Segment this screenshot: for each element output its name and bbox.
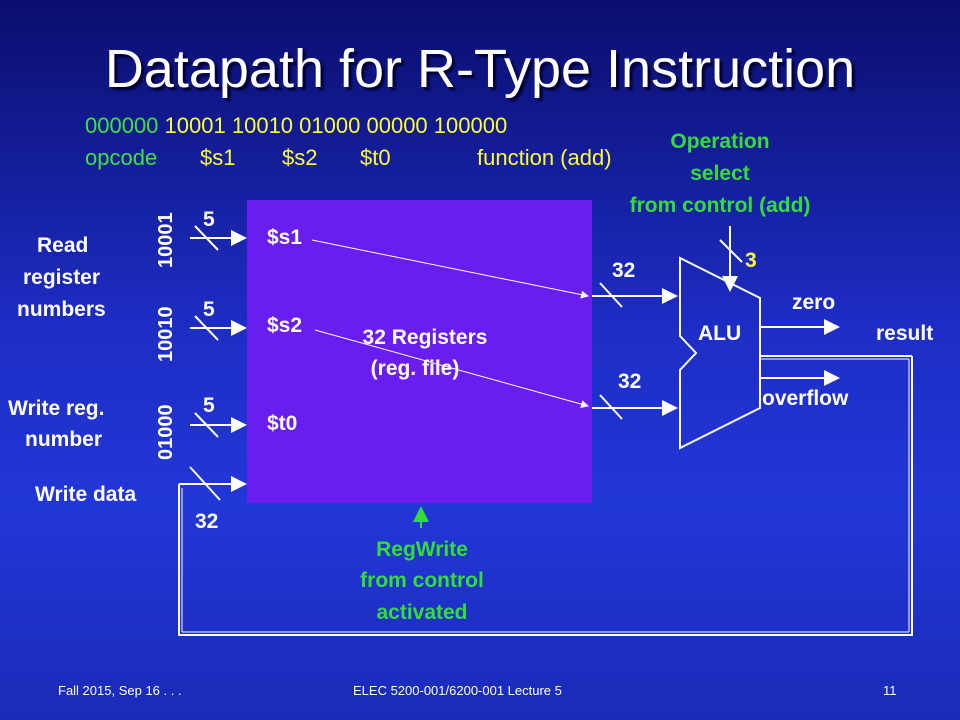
footer-course: ELEC 5200-001/6200-001 Lecture 5 [353, 683, 562, 698]
width-op: 3 [745, 249, 757, 272]
slash-in2 [194, 315, 219, 341]
s1-label: $s1 [200, 145, 236, 170]
read-label-3: numbers [17, 298, 106, 321]
port-s1: $s1 [267, 226, 303, 249]
s2-label: $s2 [282, 145, 318, 170]
register-file [247, 200, 592, 503]
instruction-bits: 000000 10001 10010 01000 00000 100000 [85, 113, 507, 139]
width-write-data: 32 [195, 510, 219, 533]
footer-page-number: 11 [883, 683, 897, 698]
port-t0: $t0 [267, 412, 298, 435]
zero-label: zero [792, 291, 836, 314]
width-in3: 5 [203, 394, 215, 417]
overflow-label: overflow [762, 387, 849, 410]
regfile-label-1: 32 Registers [362, 326, 488, 349]
wire-feedback [178, 356, 913, 636]
result-label: result [876, 322, 934, 345]
slash-alu-in2 [599, 394, 623, 420]
regwrite-label-3: activated [376, 601, 468, 624]
write-reg-label-2: number [25, 428, 103, 451]
alu-shape [679, 256, 761, 450]
line-s2-to-alu [314, 329, 589, 408]
regwrite-label-1: RegWrite [376, 538, 468, 561]
opcode-label: opcode [85, 145, 158, 170]
function-label: function (add) [477, 145, 612, 170]
shamt-bits: 00000 [366, 113, 428, 138]
rd-bits: 01000 [299, 113, 361, 138]
slash-alu-in1 [599, 282, 623, 308]
opcode-bits: 000000 [85, 113, 159, 138]
line-s1-to-alu [311, 239, 589, 299]
write-data-label: Write data [35, 483, 137, 506]
operation-label-2: select [690, 162, 750, 185]
t0-label: $t0 [360, 145, 391, 170]
rt-bits: 10010 [231, 113, 294, 138]
footer-date: Fall 2015, Sep 16 . . . [58, 683, 182, 698]
funct-bits: 100000 [433, 113, 508, 138]
slash-in3 [194, 412, 219, 438]
write-reg-label-1: Write reg. [8, 397, 105, 420]
read-label-1: Read [37, 234, 89, 257]
port-s2: $s2 [267, 314, 303, 337]
width-alu-in1: 32 [612, 259, 636, 282]
operation-label-1: Operation [670, 130, 770, 153]
slide-title: Datapath for R-Type Instruction [104, 39, 856, 99]
slash-op [719, 239, 743, 263]
slash-write-data [189, 466, 221, 501]
width-in1: 5 [203, 208, 215, 231]
width-in2: 5 [203, 298, 215, 321]
slash-in1 [194, 225, 219, 251]
alu-label: ALU [698, 322, 742, 345]
operation-label-3: from control (add) [629, 194, 811, 217]
read-label-2: register [23, 266, 101, 289]
width-alu-in2: 32 [618, 370, 642, 393]
regfile-label-2: (reg. file) [370, 357, 460, 380]
regwrite-label-2: from control [360, 569, 484, 592]
rs-bits: 10001 [164, 113, 226, 138]
